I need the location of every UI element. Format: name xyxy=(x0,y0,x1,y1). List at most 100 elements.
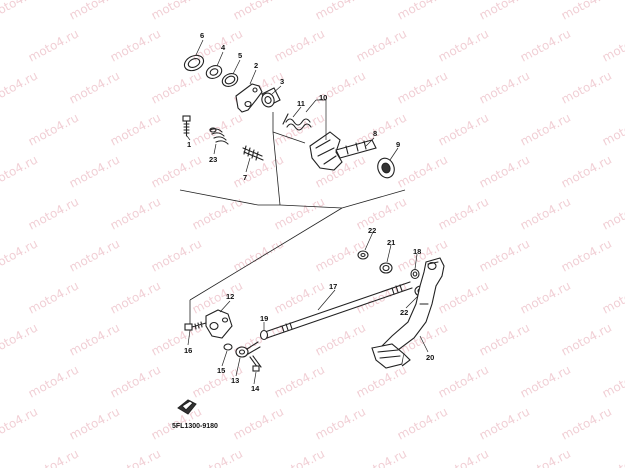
watermark-text: moto4.ru xyxy=(600,446,625,468)
part-5-circlip xyxy=(221,73,239,87)
watermark-text: moto4.ru xyxy=(477,236,532,274)
part-7-stud xyxy=(242,145,264,161)
watermark-text: moto4.ru xyxy=(108,362,163,400)
watermark-text: moto4.ru xyxy=(395,68,450,106)
watermark-text: moto4.ru xyxy=(354,446,409,468)
watermark-text: moto4.ru xyxy=(26,26,81,64)
watermark-text: moto4.ru xyxy=(436,278,491,316)
watermark-text: moto4.ru xyxy=(313,0,368,23)
label-part-8: 8 xyxy=(373,129,377,138)
watermark-text: moto4.ru xyxy=(395,0,450,23)
watermark-text: moto4.ru xyxy=(436,26,491,64)
watermark-text: moto4.ru xyxy=(518,446,573,468)
watermark-text: moto4.ru xyxy=(518,194,573,232)
watermark-text: moto4.ru xyxy=(600,194,625,232)
watermark-text: moto4.ru xyxy=(272,362,327,400)
label-part-22-lower: 22 xyxy=(400,308,408,317)
watermark-text: moto4.ru xyxy=(231,0,286,23)
watermark-text: moto4.ru xyxy=(0,68,40,106)
label-part-2: 2 xyxy=(254,61,258,70)
watermark-text: moto4.ru xyxy=(477,320,532,358)
part-22-washer-upper xyxy=(357,250,369,260)
label-part-14: 14 xyxy=(251,384,260,393)
label-part-4: 4 xyxy=(221,43,226,52)
watermark-text: moto4.ru xyxy=(67,320,122,358)
catalog-arrow-icon xyxy=(177,399,197,415)
watermark-text: moto4.ru xyxy=(354,362,409,400)
watermark-text: moto4.ru xyxy=(518,110,573,148)
watermark-text: moto4.ru xyxy=(600,278,625,316)
watermark-text: moto4.ru xyxy=(67,404,122,442)
watermark-text: moto4.ru xyxy=(231,404,286,442)
part-9-oil-seal xyxy=(377,157,395,179)
label-part-3: 3 xyxy=(280,77,284,86)
leader-lines xyxy=(186,39,429,385)
watermark-text: moto4.ru xyxy=(559,0,614,23)
watermark-text: moto4.ru xyxy=(354,26,409,64)
watermark-text: moto4.ru xyxy=(0,404,40,442)
label-part-11: 11 xyxy=(297,99,305,108)
watermark-text: moto4.ru xyxy=(190,194,245,232)
watermark-text: moto4.ru xyxy=(108,26,163,64)
watermark-text: moto4.ru xyxy=(272,194,327,232)
watermark-text: moto4.ru xyxy=(272,446,327,468)
watermark-text: moto4.ru xyxy=(190,446,245,468)
label-part-16: 16 xyxy=(184,346,192,355)
watermark-text: moto4.ru xyxy=(518,278,573,316)
watermark-text: moto4.ru xyxy=(67,236,122,274)
watermark-text: moto4.ru xyxy=(436,362,491,400)
part-numbers: 6 4 5 2 3 10 11 8 9 1 23 7 12 16 15 13 1… xyxy=(172,31,434,430)
part-14-bolt xyxy=(249,355,262,372)
label-part-6: 6 xyxy=(200,31,204,40)
label-part-5: 5 xyxy=(238,51,242,60)
label-part-9: 9 xyxy=(396,140,400,149)
part-4-washer xyxy=(205,65,223,79)
watermark-text: moto4.ru xyxy=(149,152,204,190)
watermark-text: moto4.ru xyxy=(67,68,122,106)
watermark-text: moto4.ru xyxy=(0,0,40,23)
watermark-text: moto4.ru xyxy=(149,68,204,106)
label-part-18: 18 xyxy=(413,247,421,256)
watermark-text: moto4.ru xyxy=(600,110,625,148)
part-23-spring xyxy=(209,127,229,145)
watermark-text: moto4.ru xyxy=(395,404,450,442)
part-17-shift-rod xyxy=(261,281,413,340)
watermark-text: moto4.ru xyxy=(108,194,163,232)
watermark-text: moto4.ru xyxy=(559,236,614,274)
watermark-text: moto4.ru xyxy=(26,362,81,400)
watermark-text: moto4.ru xyxy=(600,26,625,64)
label-part-17: 17 xyxy=(329,282,337,291)
watermark-text: moto4.ru xyxy=(67,152,122,190)
watermark-text: moto4.ru xyxy=(149,236,204,274)
watermark-text: moto4.ru xyxy=(559,68,614,106)
watermark-text: moto4.ru xyxy=(272,278,327,316)
watermark-text: moto4.ru xyxy=(313,320,368,358)
watermark-text: moto4.ru xyxy=(26,278,81,316)
label-part-23: 23 xyxy=(209,155,217,164)
watermark-text: moto4.ru xyxy=(559,152,614,190)
watermark-text: moto4.ru xyxy=(436,194,491,232)
watermark-text: moto4.ru xyxy=(108,446,163,468)
watermark-text: moto4.ru xyxy=(436,446,491,468)
watermark-text: moto4.ru xyxy=(26,446,81,468)
watermark-text: moto4.ru xyxy=(436,110,491,148)
label-part-22-upper: 22 xyxy=(368,226,376,235)
watermark-text: moto4.ru xyxy=(477,404,532,442)
watermark-text: moto4.ru xyxy=(395,152,450,190)
watermark-text: moto4.ru xyxy=(67,0,122,23)
part-1-bolt xyxy=(182,115,191,137)
watermark-text: moto4.ru xyxy=(559,404,614,442)
watermark-text: moto4.ru xyxy=(0,236,40,274)
label-part-10: 10 xyxy=(319,93,327,102)
part-12-bracket xyxy=(205,309,233,339)
part-13-joint xyxy=(235,341,261,358)
part-16-bolt xyxy=(184,321,207,331)
part-6-ring xyxy=(183,54,205,72)
part-2-plate xyxy=(235,83,263,113)
part-15-washer xyxy=(223,343,233,351)
label-part-20: 20 xyxy=(426,353,434,362)
part-21-ring xyxy=(379,262,393,274)
part-3-collar xyxy=(261,87,281,108)
